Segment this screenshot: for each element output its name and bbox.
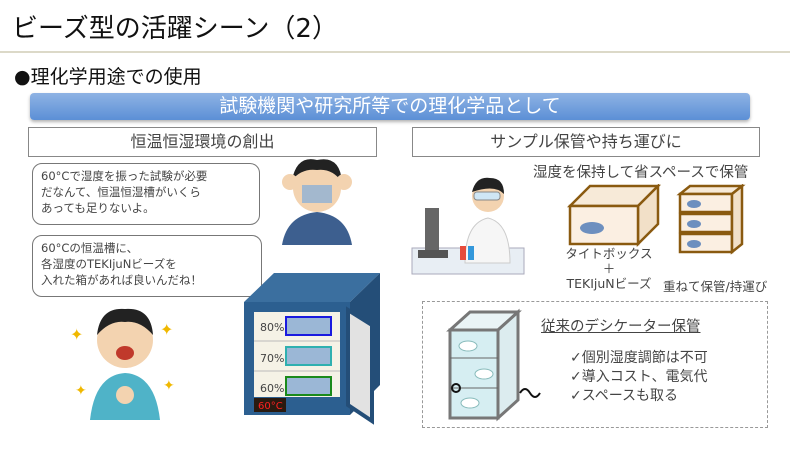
label-line: タイトボックス [565, 246, 653, 261]
tight-box-label: タイトボックス ＋ TEKIjuNビーズ [556, 246, 662, 291]
title-divider [0, 51, 790, 53]
label-line: ＋ [602, 261, 616, 276]
bubble-line: 入れた箱があれば良いんだね！ [41, 273, 202, 287]
desiccator-drawbacks: ✓個別湿度調節は不可 ✓導入コスト、電気代 ✓スペースも取る [570, 349, 708, 406]
banner: 試験機関や研究所等での理化学品として [30, 93, 750, 120]
bubble-line: あっても足りないよ。 [41, 201, 155, 215]
svg-text:✦: ✦ [75, 383, 87, 399]
happy-person-illustration: ✦ ✦ ✦ ✦ [70, 308, 175, 420]
stack-label: 重ねて保管/持運び [663, 279, 768, 294]
right-header: サンプル保管や持ち運びに [412, 127, 760, 157]
left-header: 恒温恒湿環境の創出 [28, 127, 377, 157]
bubble-line: 各湿度のTEKIjuNビーズを [41, 257, 177, 271]
bubble-line: 60°Cで湿度を振った試験が必要 [41, 169, 208, 183]
svg-text:✦: ✦ [163, 378, 175, 394]
humidity-label: 60% [260, 382, 284, 395]
bubble-line: だなんて、恒温恒湿槽がいくら [41, 185, 201, 199]
drawback-item: ✓個別湿度調節は不可 [570, 350, 708, 366]
desiccator-illustration [446, 308, 541, 422]
storage-caption: 湿度を保持して省スペースで保管 [533, 165, 749, 181]
humidity-label: 80% [260, 321, 284, 334]
section-heading: ●理化学用途での使用 [14, 66, 202, 88]
label-line: TEKIjuNビーズ [566, 276, 652, 291]
svg-text:✦: ✦ [160, 320, 173, 339]
svg-text:✦: ✦ [70, 325, 83, 344]
humidity-label: 70% [260, 352, 284, 365]
stacked-boxes [676, 184, 746, 255]
bubble-line: 60°Cの恒温槽に、 [41, 241, 139, 255]
temperature-display: 60°C [258, 401, 283, 412]
drawback-item: ✓スペースも取る [570, 388, 679, 404]
speech-bubble-1: 60°Cで湿度を振った試験が必要 だなんて、恒温恒湿槽がいくら あっても足りない… [32, 163, 260, 225]
speech-bubble-2: 60°Cの恒温槽に、 各湿度のTEKIjuNビーズを 入れた箱があれば良いんだね… [32, 235, 262, 297]
scientist-microscope-illustration [411, 177, 525, 275]
thermostatic-chamber-illustration: 80% 70% 60% 60°C [244, 273, 380, 425]
desiccator-panel [422, 301, 768, 428]
desiccator-title: 従来のデシケーター保管 [541, 319, 701, 335]
slide-title: ビーズ型の活躍シーン（2） [12, 14, 338, 44]
tight-box-illustrations [566, 184, 746, 255]
drawback-item: ✓導入コスト、電気代 [570, 369, 708, 385]
worried-person-illustration [282, 159, 352, 245]
